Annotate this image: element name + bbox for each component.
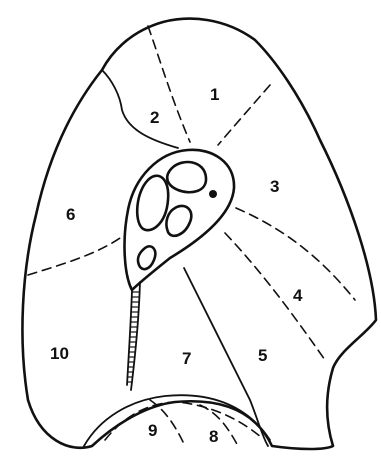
hilum-small-vessel xyxy=(209,190,217,198)
pulmonary-ligament xyxy=(127,282,140,390)
segment-label-3: 3 xyxy=(270,177,279,196)
hilum-lower-vessel xyxy=(138,246,155,269)
segment-label-2: 2 xyxy=(150,108,159,127)
segment-label-9: 9 xyxy=(148,421,157,440)
boundary-8-9-c xyxy=(200,405,238,446)
segment-label-5: 5 xyxy=(258,346,267,365)
lung-outline xyxy=(22,19,376,449)
boundary-8-9-a xyxy=(105,402,262,440)
hilum-upper-bronchus xyxy=(167,162,206,192)
segment-label-7: 7 xyxy=(182,349,191,368)
segment-label-10: 10 xyxy=(50,344,69,363)
boundary-2-1-to-3 xyxy=(218,85,270,145)
segment-label-6: 6 xyxy=(66,205,75,224)
boundary-4-5 xyxy=(225,233,325,360)
boundary-6-10 xyxy=(28,238,120,275)
hilum-main-vessel xyxy=(137,176,168,230)
segment-label-4: 4 xyxy=(293,286,303,305)
segment-label-8: 8 xyxy=(209,427,218,446)
segment-label-1: 1 xyxy=(210,85,219,104)
upper-border-line xyxy=(102,70,178,148)
oblique-fissure-line xyxy=(184,268,268,446)
hilum-lower-bronchus xyxy=(166,206,191,236)
